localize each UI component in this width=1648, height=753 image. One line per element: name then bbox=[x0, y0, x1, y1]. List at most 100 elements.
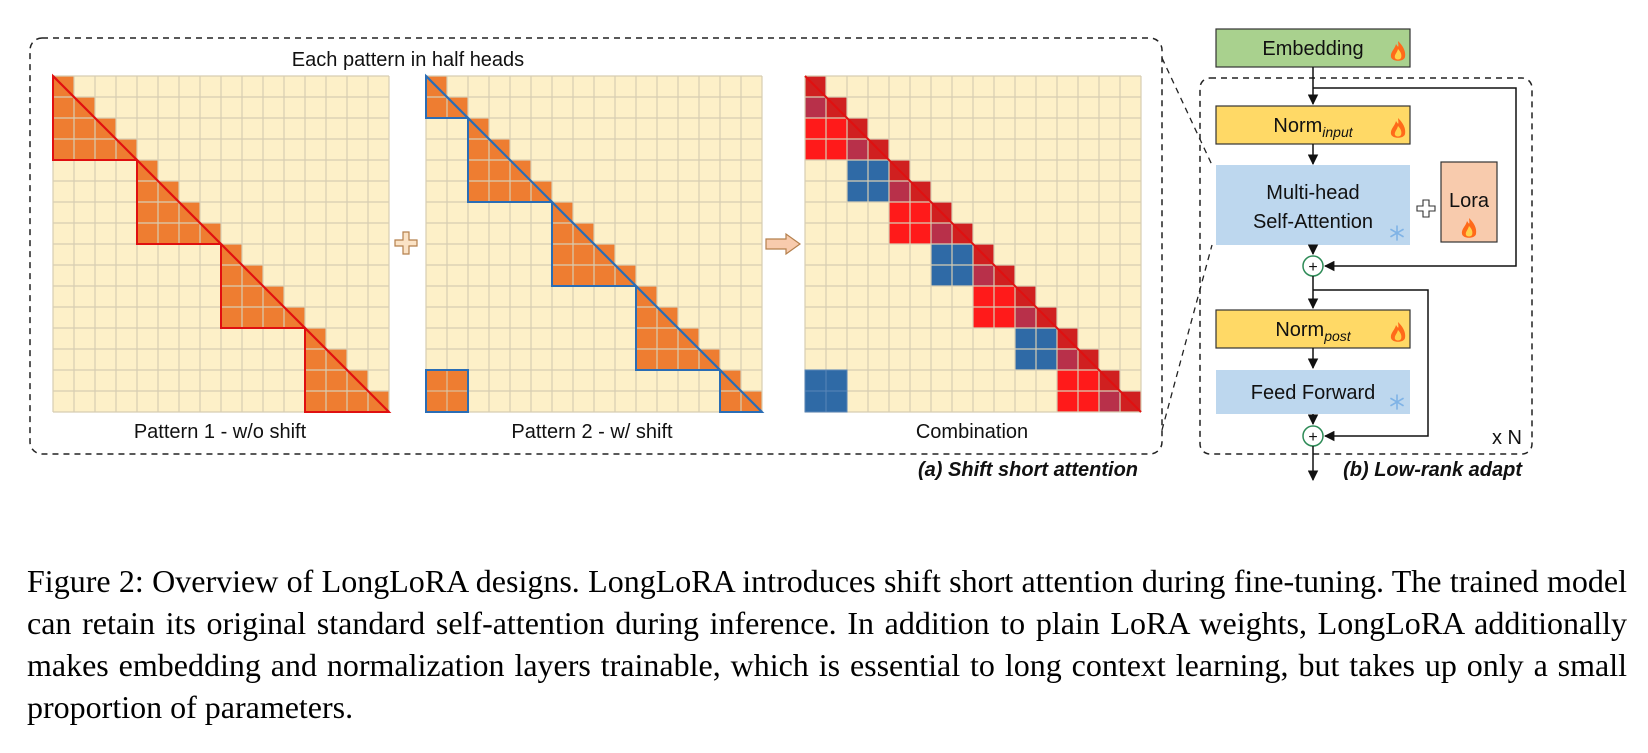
attention-cell bbox=[53, 97, 74, 118]
attention-cell bbox=[847, 160, 868, 181]
lora-label: Lora bbox=[1449, 190, 1490, 212]
feed-forward-box: Feed Forward bbox=[1216, 370, 1410, 414]
combination-label: Combination bbox=[916, 421, 1028, 443]
attention-cell bbox=[720, 391, 741, 412]
attention-cell bbox=[931, 223, 952, 244]
attention-cell bbox=[221, 265, 242, 286]
attention-cell bbox=[179, 223, 200, 244]
attention-cell bbox=[552, 223, 573, 244]
attention-cell bbox=[931, 265, 952, 286]
attention-cell bbox=[657, 349, 678, 370]
pattern-1-label: Pattern 1 - w/o shift bbox=[134, 421, 307, 443]
attention-cell bbox=[221, 286, 242, 307]
norm-post-box: Normpost bbox=[1215, 309, 1411, 349]
attention-cell bbox=[446, 369, 469, 392]
attention-cell bbox=[510, 181, 531, 202]
attention-cell bbox=[805, 139, 826, 160]
attention-cell bbox=[137, 202, 158, 223]
attention-block-outline bbox=[136, 157, 224, 245]
attention-block-outline bbox=[467, 115, 555, 203]
attention-cell bbox=[825, 390, 848, 413]
norm-input-label: Norminput bbox=[1273, 115, 1353, 140]
attention-cell bbox=[426, 97, 447, 118]
attention-cell bbox=[326, 391, 347, 412]
panel-a-title: Each pattern in half heads bbox=[292, 49, 524, 71]
attention-cell bbox=[678, 349, 699, 370]
attention-cell bbox=[468, 160, 489, 181]
attention-cell bbox=[137, 181, 158, 202]
panel-a-caption: (a) Shift short attention bbox=[918, 459, 1138, 481]
attention-cell bbox=[805, 118, 826, 139]
attention-cell bbox=[1078, 391, 1099, 412]
attention-label-line1: Multi-head bbox=[1266, 182, 1359, 204]
embedding-label: Embedding bbox=[1262, 38, 1363, 60]
attention-cell bbox=[1078, 370, 1099, 391]
attention-block-outline bbox=[52, 73, 140, 161]
attention-cell bbox=[826, 118, 847, 139]
attention-cell bbox=[305, 349, 326, 370]
attention-cell bbox=[53, 118, 74, 139]
attention-cell bbox=[446, 390, 469, 413]
attention-cell bbox=[847, 139, 868, 160]
attention-cell bbox=[95, 139, 116, 160]
attention-cell bbox=[305, 391, 326, 412]
attention-cell bbox=[868, 181, 889, 202]
attention-cell bbox=[1099, 391, 1120, 412]
attention-block-outline bbox=[220, 241, 308, 329]
attention-cell bbox=[1057, 391, 1078, 412]
plus-icon bbox=[1416, 199, 1436, 218]
attention-cell bbox=[973, 286, 994, 307]
attention-block-outline bbox=[635, 283, 723, 371]
norm-post-label: Normpost bbox=[1275, 319, 1351, 344]
attention-cell bbox=[973, 265, 994, 286]
norm-input-box: Norminput bbox=[1215, 105, 1411, 145]
attention-cell bbox=[994, 307, 1015, 328]
attention-cell bbox=[868, 160, 889, 181]
attention-cell bbox=[425, 390, 448, 413]
panel-a-shift-short-attention: Each pattern in half heads Pattern 1 - w… bbox=[29, 37, 1163, 481]
attention-cell bbox=[847, 181, 868, 202]
connector-line-top bbox=[1161, 57, 1213, 166]
attention-cell bbox=[804, 369, 827, 392]
attention-cell bbox=[552, 265, 573, 286]
attention-cell bbox=[657, 328, 678, 349]
attention-cell bbox=[74, 118, 95, 139]
attention-block-outline bbox=[304, 325, 392, 413]
multi-head-attention-box: Multi-head Self-Attention bbox=[1216, 165, 1410, 245]
attention-label-line2: Self-Attention bbox=[1253, 211, 1373, 233]
connector-line-bottom bbox=[1161, 244, 1213, 431]
panel-b-caption: (b) Low-rank adapt bbox=[1343, 459, 1523, 481]
attention-cell bbox=[242, 286, 263, 307]
pattern-1-grid bbox=[52, 73, 392, 413]
attention-cell bbox=[889, 223, 910, 244]
attention-cell bbox=[973, 307, 994, 328]
figure-caption: Figure 2: Overview of LongLoRA designs. … bbox=[27, 563, 1627, 725]
lora-box: Lora bbox=[1440, 161, 1498, 243]
attention-cell bbox=[994, 286, 1015, 307]
attention-cell bbox=[137, 223, 158, 244]
attention-cell bbox=[594, 265, 615, 286]
attention-block-outline bbox=[551, 199, 639, 287]
attention-cell bbox=[489, 160, 510, 181]
attention-cell bbox=[242, 307, 263, 328]
diagonal-line bbox=[804, 75, 1142, 413]
feed-forward-label: Feed Forward bbox=[1251, 382, 1376, 404]
attention-cell bbox=[1057, 349, 1078, 370]
attention-cell bbox=[952, 265, 973, 286]
attention-cell bbox=[573, 244, 594, 265]
attention-cell bbox=[1015, 328, 1036, 349]
attention-cell bbox=[1015, 349, 1036, 370]
right-arrow-icon bbox=[765, 232, 802, 256]
attention-cell bbox=[221, 307, 242, 328]
attention-cell bbox=[425, 369, 448, 392]
attention-cell bbox=[636, 307, 657, 328]
attention-cell bbox=[889, 202, 910, 223]
attention-cell bbox=[910, 202, 931, 223]
attention-cell bbox=[1015, 307, 1036, 328]
attention-cell bbox=[263, 307, 284, 328]
attention-cell bbox=[805, 97, 826, 118]
repeat-count-label: x N bbox=[1492, 427, 1522, 449]
pattern-2-grid bbox=[425, 73, 765, 413]
attention-cell bbox=[158, 223, 179, 244]
attention-cell bbox=[468, 139, 489, 160]
